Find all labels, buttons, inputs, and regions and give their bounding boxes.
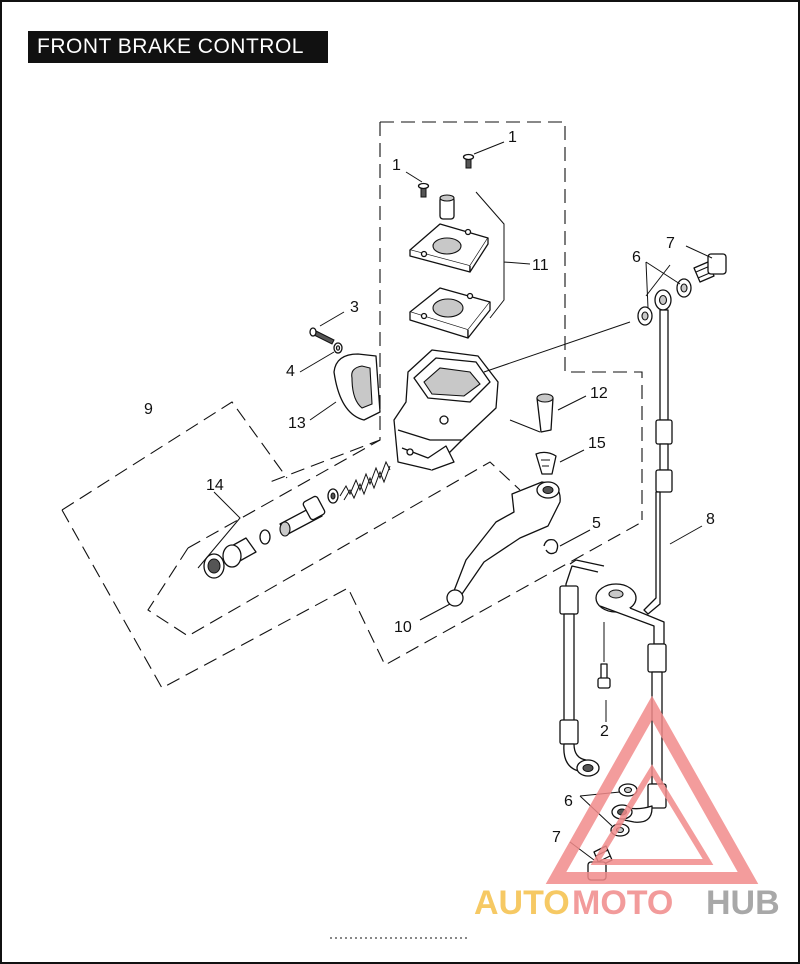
callout-12: 12 [590, 385, 608, 402]
group-9-outline [61, 401, 643, 689]
reservoir-cover [409, 223, 489, 273]
screw-1-left [417, 182, 430, 198]
watermark-moto: MOTO [572, 884, 673, 922]
watermark-logo: AUTO MOTO HUB [474, 695, 780, 922]
callout-6-top: 6 [632, 249, 641, 266]
watermark-triangle-inner [590, 764, 714, 865]
washer-lower-top [618, 783, 638, 797]
callout-2: 2 [600, 723, 609, 740]
retaining-ring [543, 538, 559, 555]
callout-5: 5 [592, 515, 601, 532]
callout-15: 15 [588, 435, 606, 452]
callout-1-left: 1 [392, 157, 401, 174]
piston-o-ring [259, 529, 271, 545]
callout-11: 11 [532, 257, 549, 274]
group-14-outline [147, 439, 521, 637]
callout-9: 9 [144, 401, 153, 418]
banjo-bolt-top [693, 253, 727, 283]
piston-spring [339, 460, 391, 501]
clamp-washer [333, 342, 343, 354]
callout-10: 10 [394, 619, 412, 636]
sight-plug [439, 194, 455, 220]
callout-14: 14 [206, 477, 224, 494]
page-title: FRONT BRAKE CONTROL [28, 31, 328, 63]
callout-6-lower: 6 [564, 793, 573, 810]
callout-3: 3 [350, 299, 359, 316]
leader-lines [197, 141, 713, 861]
piston-seal-cup [327, 488, 339, 504]
pivot-pin [536, 393, 554, 433]
tee-screw [597, 663, 611, 689]
watermark-auto: AUTO [474, 884, 570, 922]
washer-top-outer [676, 278, 692, 298]
group-11-outline-left [269, 122, 381, 483]
piston-boot [203, 537, 257, 579]
pivot-boot [535, 451, 557, 475]
callout-7-lower: 7 [552, 829, 561, 846]
callout-4: 4 [286, 363, 295, 380]
piston [279, 495, 326, 537]
brake-lever [446, 481, 561, 607]
master-cylinder-body [393, 349, 499, 471]
watermark-hub: HUB [706, 884, 780, 922]
callout-8: 8 [706, 511, 715, 528]
handlebar-clamp [333, 353, 381, 421]
reservoir-diaphragm [409, 287, 491, 339]
brake-line [559, 289, 673, 823]
callout-13: 13 [288, 415, 306, 432]
watermark-triangle-outer [545, 695, 759, 884]
clamp-screw [309, 327, 335, 345]
washer-top-inner [637, 306, 653, 326]
callout-labels: 1 1 11 3 4 13 9 14 12 15 5 10 6 7 8 2 6 … [144, 129, 715, 846]
callout-7-top: 7 [666, 235, 675, 252]
screw-1-right [462, 153, 475, 169]
callout-1-right: 1 [508, 129, 517, 146]
